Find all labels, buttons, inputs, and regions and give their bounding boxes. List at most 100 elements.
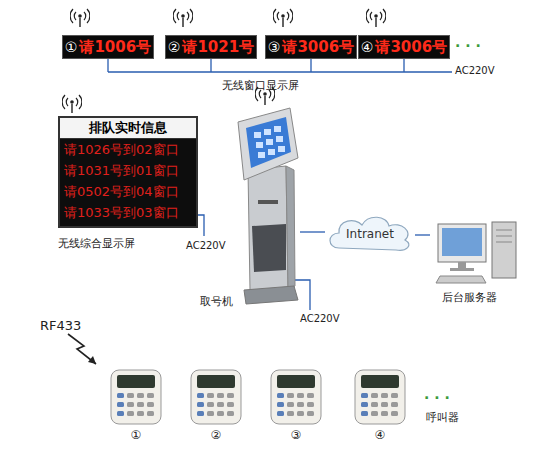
caller-key (197, 411, 204, 416)
caller-key (287, 411, 294, 416)
text-label: AC220V (455, 65, 495, 76)
win-node: ①请1006号 (62, 35, 154, 59)
caller-key (207, 411, 214, 416)
node-text: 请3006号 (375, 38, 447, 57)
caller-key (137, 393, 144, 398)
caller-key (127, 393, 134, 398)
keyboard (436, 276, 486, 283)
caller-key (117, 402, 124, 407)
node-text: ③ (268, 428, 324, 442)
caller-key (277, 393, 284, 398)
text-label: AC220V (300, 313, 340, 324)
node-text: ④ (361, 39, 374, 55)
kiosk-node: 取号机 (200, 108, 300, 308)
screen-button (258, 152, 265, 158)
monitor-frame (438, 224, 486, 262)
text-label: 呼叫器 (426, 410, 459, 425)
screen-button (268, 149, 275, 155)
caller-key (217, 393, 224, 398)
network-link (415, 234, 430, 235)
caller-key (147, 411, 154, 416)
server-node: 后台服务器 (430, 218, 522, 310)
caller-key (287, 393, 294, 398)
caller-key (137, 411, 144, 416)
server-tower (492, 222, 516, 278)
caller-key (307, 411, 314, 416)
caller-key (117, 411, 124, 416)
radio-signal-arrowhead (88, 356, 96, 364)
caller-body (271, 370, 321, 424)
caller-key (147, 402, 154, 407)
network-link (300, 231, 325, 232)
caller-key (297, 402, 304, 407)
drive-bays (496, 230, 512, 242)
text-label: RF433 (40, 318, 81, 333)
kiosk-base (244, 286, 298, 304)
wireless-icon (273, 9, 293, 27)
caller-lcd (197, 375, 235, 388)
caller-node: ① (108, 368, 164, 446)
caller-key (137, 402, 144, 407)
caller-key (391, 402, 398, 407)
caller-key (277, 411, 284, 416)
node-text: 请1026号到02窗口 (60, 139, 196, 160)
screen-button (276, 136, 283, 142)
node-text: ② (188, 428, 244, 442)
node-text: 请3006号 (282, 38, 354, 57)
caller-key (227, 411, 234, 416)
caller-key (227, 393, 234, 398)
caller-key (197, 402, 204, 407)
caller-key (371, 411, 378, 416)
kiosk-head (238, 108, 298, 180)
caller-key (127, 411, 134, 416)
node-text: 请1031号到01窗口 (60, 160, 196, 181)
caller-key (391, 393, 398, 398)
text-label: AC220V (186, 240, 226, 251)
power-bus-wire (108, 59, 452, 72)
caller-node: ③ (268, 368, 324, 446)
caller-key (217, 402, 224, 407)
wireless-icon (366, 9, 386, 27)
win-node: ②请1021号 (165, 35, 257, 59)
caller-key (207, 402, 214, 407)
cloud-node: Intranet (325, 212, 415, 252)
caller-key (307, 402, 314, 407)
screen-button (264, 129, 271, 135)
node-text: ③ (268, 39, 281, 55)
caller-key (371, 402, 378, 407)
caller-key (117, 393, 124, 398)
caller-key (297, 411, 304, 416)
node-text: 请1006号 (79, 38, 151, 57)
screen-button (278, 146, 285, 152)
caller-key (227, 402, 234, 407)
wireless-icon (173, 9, 193, 27)
caller-key (361, 393, 368, 398)
node-text: ② (168, 39, 181, 55)
screen-button (256, 142, 263, 148)
caller-body (191, 370, 241, 424)
monitor-stand (458, 262, 466, 268)
caller-lcd (277, 375, 315, 388)
caller-node: ② (188, 368, 244, 446)
text-label: 无线窗口显示屏 (222, 78, 299, 93)
kiosk-panel (252, 224, 286, 272)
caller-key (371, 393, 378, 398)
wireless-icon (62, 95, 82, 113)
caller-key (287, 402, 294, 407)
caller-key (381, 393, 388, 398)
screen-button (274, 126, 281, 132)
node-text: 请1033号到03窗口 (60, 202, 196, 223)
node-text: 请0502号到04窗口 (60, 181, 196, 202)
node-text: ④ (352, 428, 408, 442)
caller-key (381, 411, 388, 416)
kiosk-side (286, 166, 295, 288)
radio-signal-bolt (68, 334, 96, 364)
caller-key (361, 402, 368, 407)
ticket-slot (258, 200, 278, 204)
caller-key (217, 411, 224, 416)
text-label: · · · (455, 38, 481, 54)
caller-key (297, 393, 304, 398)
node-text: 取号机 (200, 294, 233, 309)
node-text: ① (108, 428, 164, 442)
